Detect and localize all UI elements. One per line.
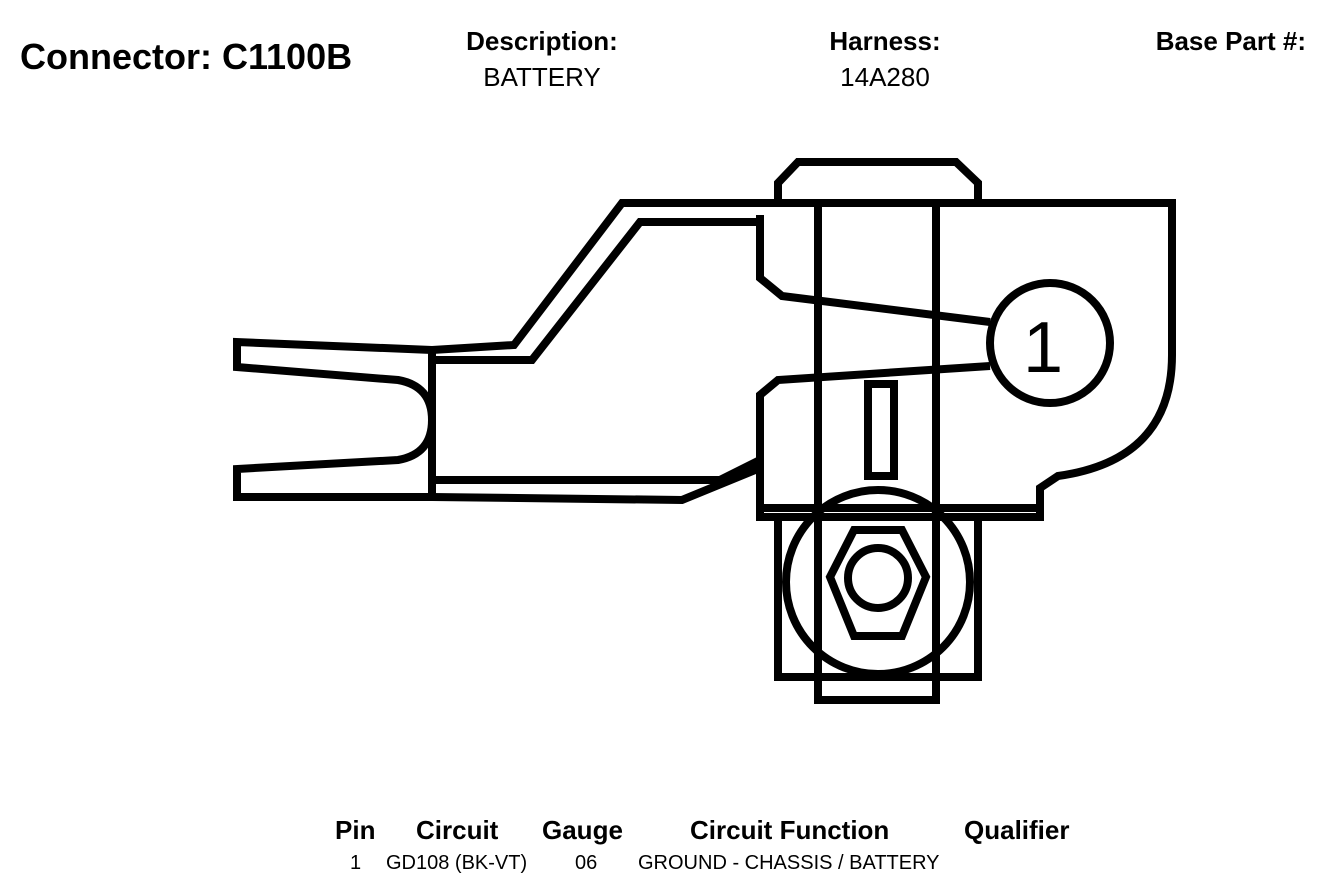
row-gauge: 06 — [575, 852, 598, 874]
harness-value: 14A280 — [840, 62, 930, 92]
nut-hole — [844, 544, 912, 612]
neck-upper-outer — [431, 199, 768, 354]
washer-circle — [782, 486, 974, 678]
connector-title: Connector: C1100B — [20, 36, 353, 77]
column-header-pin: Pin — [335, 815, 376, 845]
neck-lower-2 — [431, 464, 762, 505]
column-header-qualifier: Qualifier — [964, 815, 1070, 845]
pin-circle — [986, 279, 1114, 407]
row-circuit: GD108 (BK-VT) — [386, 852, 528, 874]
clamp-body — [756, 199, 1176, 512]
nut-block — [774, 513, 982, 681]
neck-lower — [432, 456, 762, 484]
row-pin: 1 — [350, 852, 362, 874]
bolt-head-top — [774, 158, 982, 203]
shaft-slot — [864, 380, 898, 480]
clamp-slot-upper — [756, 215, 991, 326]
pin-number-label: 1 — [1023, 308, 1063, 388]
base-part-label: Base Part #: — [1155, 26, 1306, 56]
column-header-circuit-function: Circuit Function — [690, 815, 890, 845]
column-header-gauge: Gauge — [542, 815, 623, 845]
hex-nut — [825, 526, 931, 640]
description-label: Description: — [466, 26, 618, 56]
fork-terminal — [233, 337, 437, 501]
neck-upper-inner — [432, 218, 760, 364]
bolt-shaft — [814, 199, 940, 704]
row-function: GROUND - CHASSIS / BATTERY — [638, 852, 940, 874]
description-value: BATTERY — [483, 62, 601, 92]
column-header-circuit: Circuit — [416, 815, 499, 845]
harness-label: Harness: — [829, 26, 941, 56]
